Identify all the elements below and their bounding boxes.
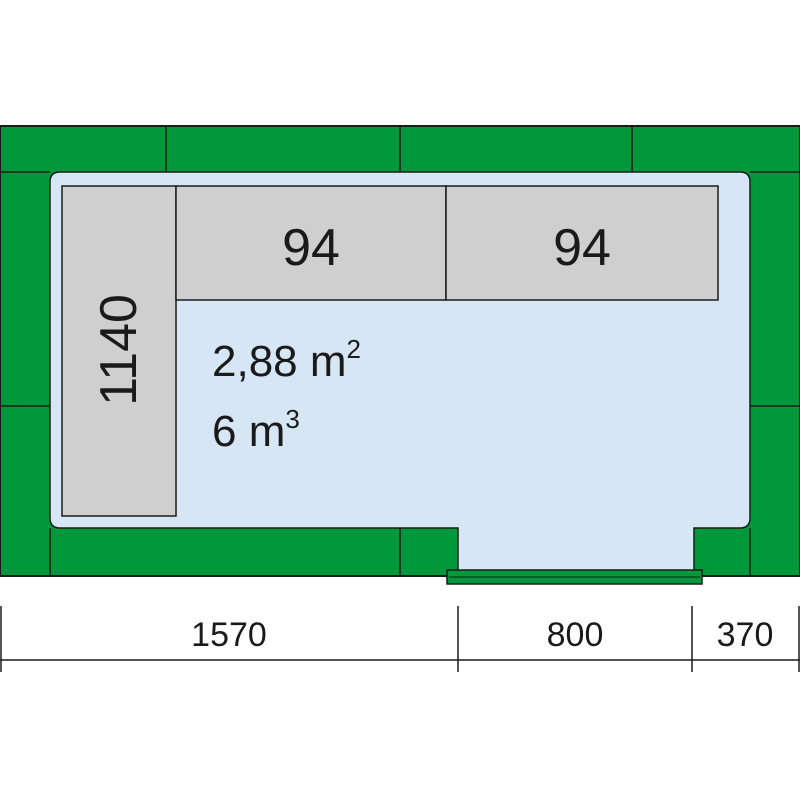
room-area-exponent: 2 (347, 334, 361, 364)
shelf-top-right-label: 94 (553, 219, 611, 277)
room-area: 2,88 m2 (212, 334, 361, 386)
room-volume-value: 6 m (212, 407, 285, 456)
dimension-door: 800 (547, 616, 604, 654)
shelf-top-right (445, 185, 719, 301)
dimension-line (0, 606, 800, 672)
shelf-left-label: 1140 (90, 294, 148, 406)
shelf-top-left-label: 94 (282, 219, 340, 277)
dimension-right: 370 (717, 616, 774, 654)
room-volume: 6 m3 (212, 404, 300, 456)
room-volume-exponent: 3 (285, 404, 299, 434)
wall-panel-seams (0, 126, 800, 576)
dimension-left: 1570 (191, 616, 267, 654)
shelf-left (61, 185, 177, 517)
room-area-value: 2,88 m (212, 337, 347, 386)
shelf-top-left (175, 185, 447, 301)
